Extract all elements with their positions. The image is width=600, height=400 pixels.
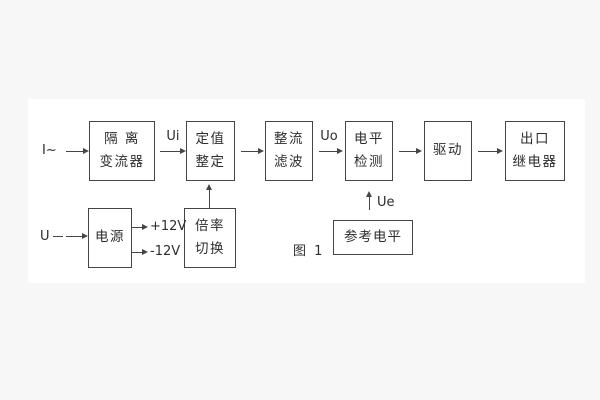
arrow-head — [206, 184, 212, 190]
block-label-line: 滤波 — [274, 154, 304, 170]
arrow-head — [366, 191, 372, 197]
arrow-shaft — [399, 151, 417, 153]
arrow-head — [258, 148, 264, 154]
block-label-line: 隔 离 — [104, 130, 140, 147]
arrow-detector-to-driver — [399, 147, 422, 156]
block-label-line: 参考电平 — [344, 228, 402, 245]
arrow-head — [416, 148, 422, 154]
block-label-line: 驱动 — [433, 142, 463, 159]
arrow-shaft — [369, 196, 371, 210]
block-power-supply: 电源 — [88, 208, 132, 268]
arrow-shaft — [66, 236, 83, 238]
block-label-line: 检测 — [354, 154, 384, 170]
arrow-setting-to-rectifier — [241, 147, 264, 156]
arrow-shaft — [209, 189, 211, 208]
arrow-shaft — [132, 227, 143, 229]
block-reference-level: 参考电平 — [333, 220, 413, 255]
arrow-driver-to-relay — [478, 147, 503, 156]
block-label-line: 变流器 — [99, 154, 145, 170]
block-label-line: 整定 — [195, 154, 226, 170]
block-label-line: 切换 — [195, 241, 225, 257]
label-ui: Ui — [166, 129, 180, 144]
arrow-uo — [319, 147, 343, 156]
label-input-voltage: U — [40, 229, 50, 244]
block-label-line: 整流 — [274, 130, 304, 147]
arrow-head — [83, 148, 89, 154]
arrow-head — [337, 148, 343, 154]
arrow-ratio-to-setting — [205, 184, 214, 208]
block-label-line: 定值 — [195, 130, 226, 147]
arrow-shaft — [241, 151, 259, 153]
arrow-shaft — [319, 151, 338, 153]
arrow-input-voltage — [66, 232, 88, 241]
arrow-ui — [160, 147, 186, 156]
block-rectifier-filter: 整流 滤波 — [265, 121, 313, 181]
label-ue: Ue — [377, 195, 395, 210]
arrow-shaft — [66, 151, 84, 153]
arrow-ue — [365, 191, 374, 210]
block-label-line: 继电器 — [512, 154, 558, 170]
block-isolation-transducer: 隔 离 变流器 — [89, 121, 155, 181]
arrow-head — [142, 249, 148, 255]
label-uo: Uo — [320, 129, 338, 144]
arrow-input-current — [66, 147, 89, 156]
block-output-relay: 出口 继电器 — [505, 121, 565, 181]
arrow-head — [82, 233, 88, 239]
arrow-head — [180, 148, 186, 154]
u-input-dash — [53, 236, 63, 238]
block-driver: 驱动 — [424, 121, 472, 181]
block-level-detector: 电平 检测 — [345, 121, 393, 181]
arrow-head — [142, 224, 148, 230]
arrow-shaft — [160, 151, 181, 153]
block-label-line: 电源 — [95, 229, 125, 246]
arrow-plus12v — [132, 223, 148, 232]
label-plus12v: +12V — [150, 219, 187, 234]
block-label-line: 出口 — [520, 130, 550, 147]
arrow-minus12v — [132, 248, 148, 257]
arrow-shaft — [478, 151, 498, 153]
arrow-head — [497, 148, 503, 154]
block-ratio-switch: 倍率 切换 — [184, 208, 236, 268]
label-input-current: I~ — [42, 143, 57, 158]
block-setting-adjust: 定值 整定 — [186, 121, 235, 181]
figure-caption: 图 1 — [293, 244, 325, 259]
arrow-shaft — [132, 252, 143, 254]
label-minus12v: -12V — [150, 244, 181, 259]
block-label-line: 倍率 — [195, 217, 225, 234]
block-label-line: 电平 — [354, 130, 384, 147]
